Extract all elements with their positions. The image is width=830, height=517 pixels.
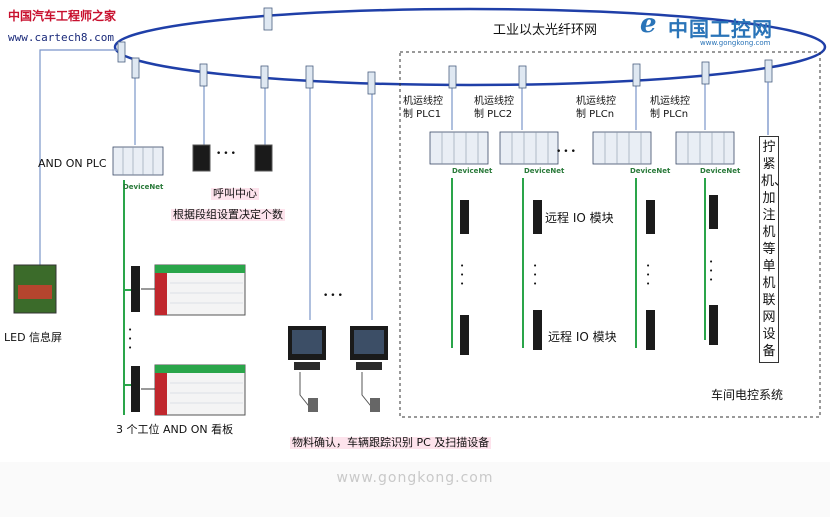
andon-io-module	[131, 266, 140, 312]
ring-switch	[701, 61, 710, 85]
brand-logo-icon: e	[640, 9, 657, 39]
remote-io-label-1: 远程 IO 模块	[545, 211, 614, 225]
call-panel	[254, 144, 273, 172]
ring-switch	[367, 71, 376, 95]
fiber-ring	[113, 7, 827, 87]
plcn2-label: 机运线控 制 PLCn	[650, 96, 690, 120]
remote-io-module	[709, 195, 718, 229]
remote-io-module	[460, 200, 469, 234]
ellipsis-plcs: •••	[556, 147, 578, 157]
ring-switch	[764, 59, 773, 83]
plcn1-label: 机运线控 制 PLCn	[576, 96, 616, 120]
ellipsis-vertical-io: • • •	[460, 262, 465, 288]
workshop-boundary	[399, 51, 821, 418]
ellipsis-pcs: •••	[323, 291, 345, 301]
site-name-cn: 中国汽车工程师之家	[8, 9, 117, 23]
plcn2-rack	[675, 131, 735, 165]
remote-io-label-2: 远程 IO 模块	[548, 330, 617, 344]
plc1-label: 机运线控 制 PLC1	[403, 96, 443, 120]
ellipsis-vertical-io: • • •	[709, 258, 714, 284]
ring-switch	[117, 41, 126, 63]
ring-label: 工业以太光纤环网	[493, 23, 598, 38]
ring-switch	[199, 63, 208, 87]
andon-plc-label: AND ON PLC	[38, 157, 107, 170]
plc2-label: 机运线控 制 PLC2	[474, 96, 514, 120]
led-screen-label: LED 信息屏	[4, 331, 63, 344]
pc-base	[294, 362, 320, 370]
ring-switch	[131, 57, 140, 79]
ring-switch	[518, 65, 527, 89]
ellipsis-call-panels: •••	[216, 149, 238, 159]
call-center-title: 呼叫中心	[211, 187, 259, 201]
devicenet-tag: DeviceNet	[452, 167, 493, 175]
plc1-rack	[429, 131, 489, 165]
pc-base	[356, 362, 382, 370]
diagram-lines	[13, 7, 827, 418]
remote-io-module	[646, 310, 655, 350]
andon-boards-label: 3 个工位 AND ON 看板	[116, 423, 234, 436]
remote-io-module	[460, 315, 469, 355]
ring-switch	[260, 65, 269, 89]
ellipsis-vertical-io: • • •	[533, 262, 538, 288]
devicenet-tag: DeviceNet	[123, 183, 164, 191]
barcode-scanner	[370, 398, 380, 412]
andon-io-module	[131, 366, 140, 412]
ellipsis-vertical-io: • • •	[646, 262, 651, 288]
ellipsis-vertical-andon: • • •	[128, 326, 133, 352]
material-tracking-label: 物料确认，车辆跟踪识别 PC 及扫描设备	[290, 436, 492, 450]
call-center-desc: 根据段组设置决定个数	[171, 208, 285, 222]
remote-io-module	[533, 310, 542, 350]
remote-io-module	[709, 305, 718, 345]
footer-watermark: www.gongkong.com	[336, 470, 494, 486]
barcode-scanner	[308, 398, 318, 412]
brand-url: www.gongkong.com	[700, 39, 771, 47]
footer-bar: www.gongkong.com	[0, 462, 830, 517]
devicenet-tag: DeviceNet	[700, 167, 741, 175]
ring-switch	[263, 7, 273, 31]
andon-board	[154, 364, 246, 416]
brand-cn: 中国工控网	[668, 17, 773, 41]
ring-switch	[632, 63, 641, 87]
standalone-devices-label: 拧紧机、加注机等单机联网设备	[759, 136, 787, 363]
site-url: www.cartech8.com	[8, 31, 114, 44]
plcn1-rack	[592, 131, 652, 165]
workshop-system-label: 车间电控系统	[711, 388, 784, 402]
ring-switch	[305, 65, 314, 89]
plc2-rack	[499, 131, 559, 165]
devicenet-tag: DeviceNet	[524, 167, 565, 175]
andon-plc-rack	[112, 146, 164, 176]
call-panel	[192, 144, 211, 172]
ring-switch	[448, 65, 457, 89]
drop-line-led	[39, 49, 120, 265]
remote-io-module	[533, 200, 542, 234]
andon-board	[154, 264, 246, 316]
devicenet-tag: DeviceNet	[630, 167, 671, 175]
remote-io-module	[646, 200, 655, 234]
